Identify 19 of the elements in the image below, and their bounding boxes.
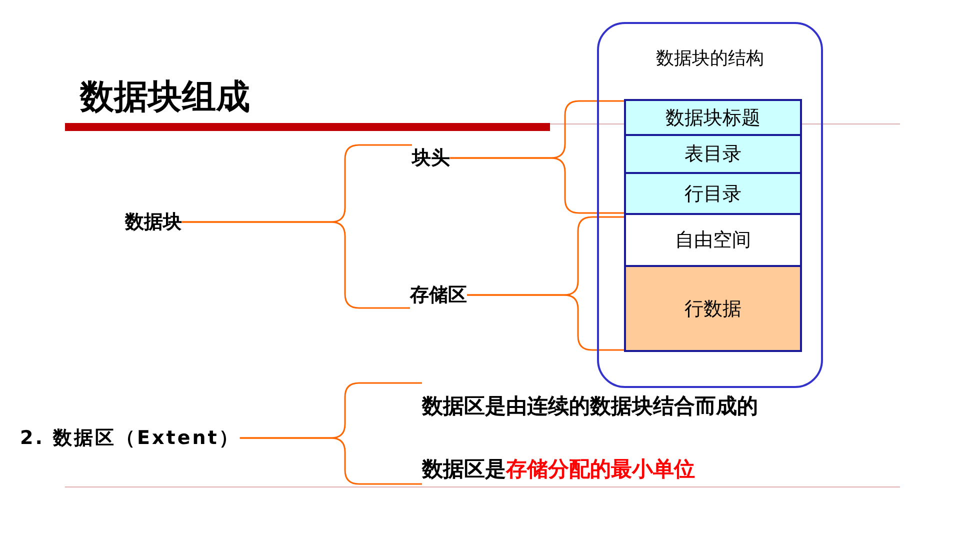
block-section: 行目录 (624, 174, 802, 215)
statement-text: 存储分配的最小单位 (506, 456, 695, 483)
block-section: 数据块标题 (624, 99, 802, 136)
brace-connector (182, 221, 410, 309)
brace-label: 数据块 (125, 210, 182, 235)
block-section: 行数据 (624, 267, 802, 352)
brace-connector (240, 437, 422, 485)
section-heading: 2. 数据区（Extent） (20, 426, 240, 451)
brace-connector (467, 294, 624, 351)
block-section: 表目录 (624, 136, 802, 174)
block-section: 自由空间 (624, 215, 802, 267)
brace-label: 块头 (412, 146, 450, 171)
statement-text: 数据区是 (422, 456, 506, 483)
statement-text: 数据区是由连续的数据块结合而成的 (422, 393, 758, 420)
slide-title: 数据块组成 (80, 76, 250, 119)
brace-connector (450, 157, 624, 214)
panel-heading: 数据块的结构 (655, 47, 765, 70)
structure-panel (597, 22, 823, 388)
brace-label: 存储区 (410, 283, 467, 308)
